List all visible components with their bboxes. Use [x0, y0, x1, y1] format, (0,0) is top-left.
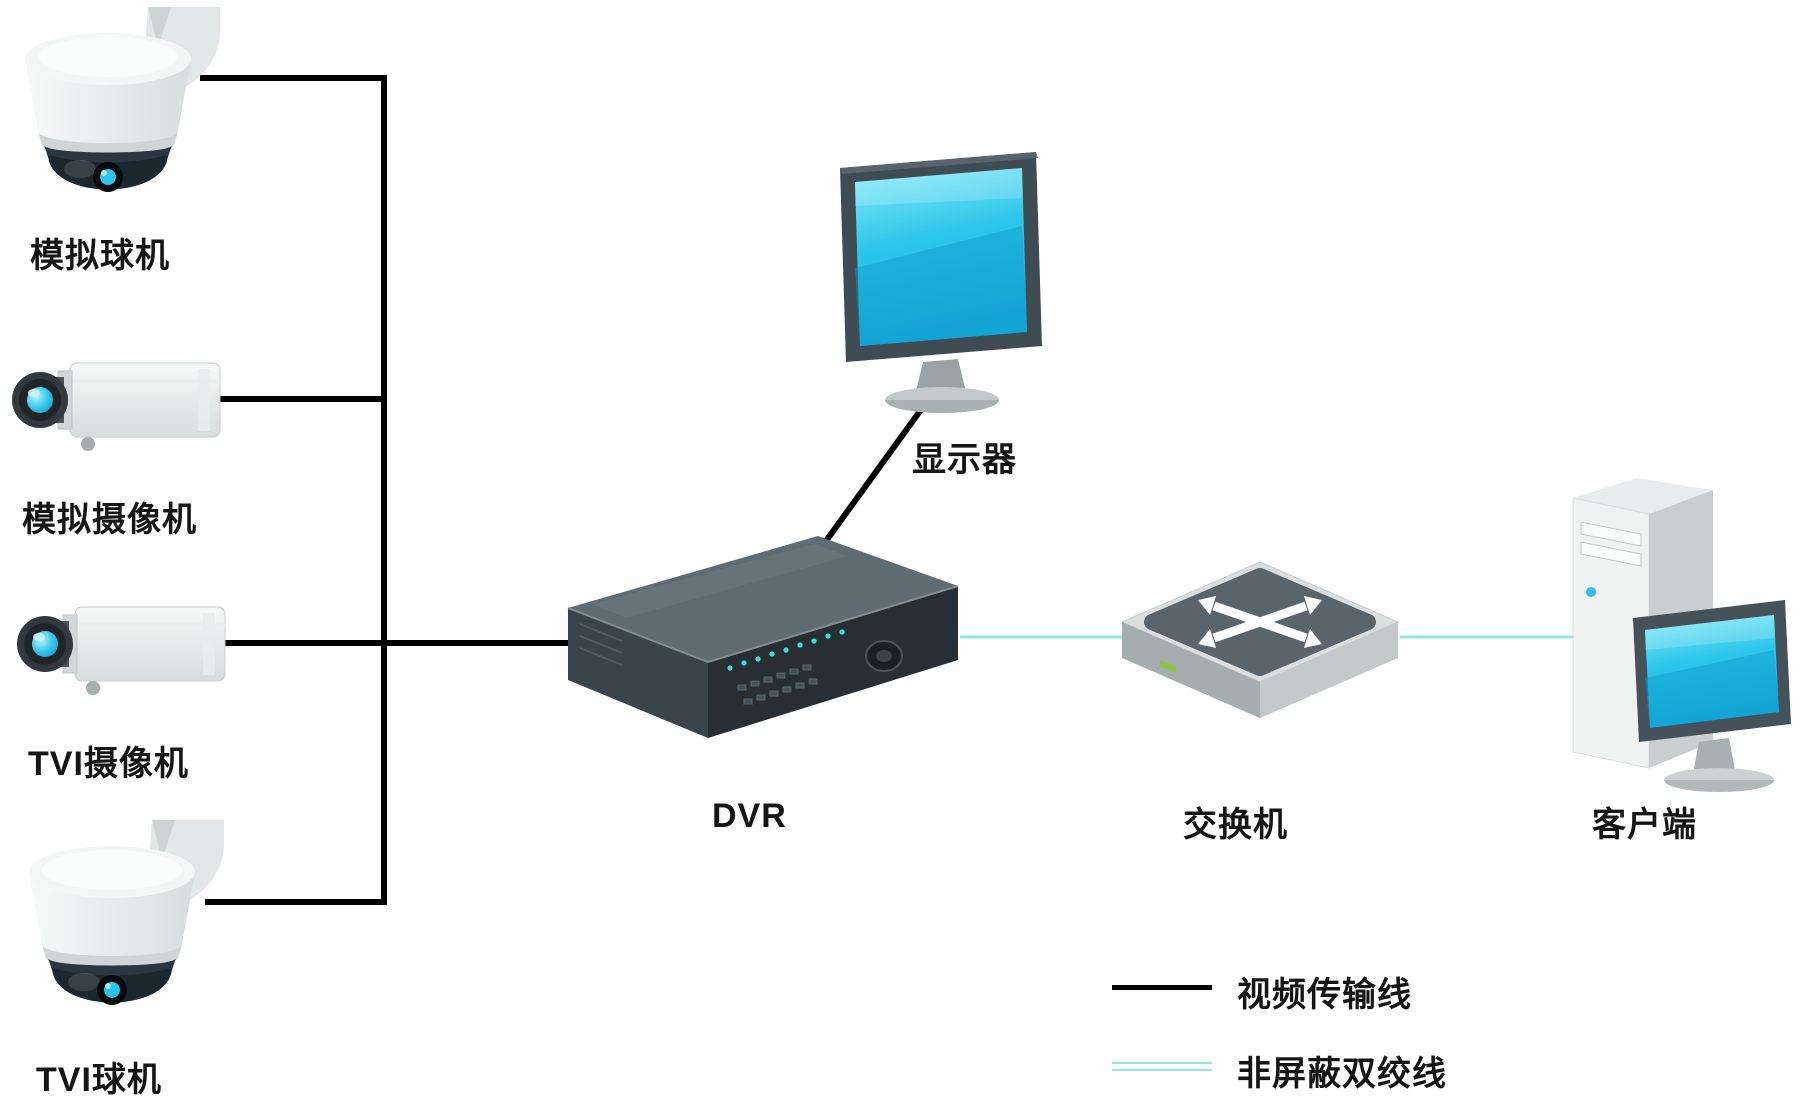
node-analog-dome-camera — [8, 5, 238, 235]
node-dvr — [552, 520, 972, 752]
node-label-switch: 交换机 — [1183, 806, 1288, 844]
node-analog-box-camera — [10, 341, 240, 466]
monitor-screen — [855, 168, 1027, 346]
legend-utp-line-label: 非屏蔽双绞线 — [1237, 1055, 1447, 1093]
legend-utp-line-swatch — [1112, 1062, 1212, 1071]
box-camera-icon — [17, 606, 226, 695]
pc-power-button — [1586, 587, 1596, 597]
pc-monitor-screen — [1645, 615, 1779, 728]
node-client-pc — [1515, 470, 1795, 815]
node-tvi-dome-camera — [12, 818, 242, 1048]
edge-dvr-monitor — [815, 398, 931, 554]
monitor-icon — [840, 152, 1042, 413]
monitor-stand — [916, 359, 965, 391]
switch-arrows-icon — [1212, 601, 1308, 643]
node-tvi-box-camera — [15, 585, 245, 710]
node-label-client: 客户端 — [1592, 806, 1697, 844]
node-switch — [1110, 540, 1410, 740]
node-label-analog-dome: 模拟球机 — [30, 237, 170, 275]
dome-camera-icon — [25, 7, 220, 192]
node-label-dvr: DVR — [712, 797, 787, 835]
dvr-buttons — [737, 664, 818, 705]
dome-camera-icon — [29, 820, 224, 1005]
legend-video-line-swatch — [1112, 985, 1212, 990]
node-label-tvi-dome: TVI球机 — [36, 1061, 162, 1099]
pc-icon — [1572, 478, 1791, 792]
node-label-monitor: 显示器 — [912, 441, 1017, 479]
node-label-analog-box: 模拟摄像机 — [22, 501, 197, 539]
node-label-tvi-box: TVI摄像机 — [28, 745, 189, 783]
network-switch-icon — [1120, 561, 1400, 718]
legend-video-line-label: 视频传输线 — [1237, 976, 1412, 1014]
switch-led — [1160, 660, 1176, 673]
dvr-led-row — [727, 629, 845, 671]
box-camera-icon — [12, 362, 221, 451]
node-monitor — [830, 148, 1050, 423]
dvr-icon — [567, 536, 959, 738]
dvr-vent-lines — [579, 623, 623, 666]
